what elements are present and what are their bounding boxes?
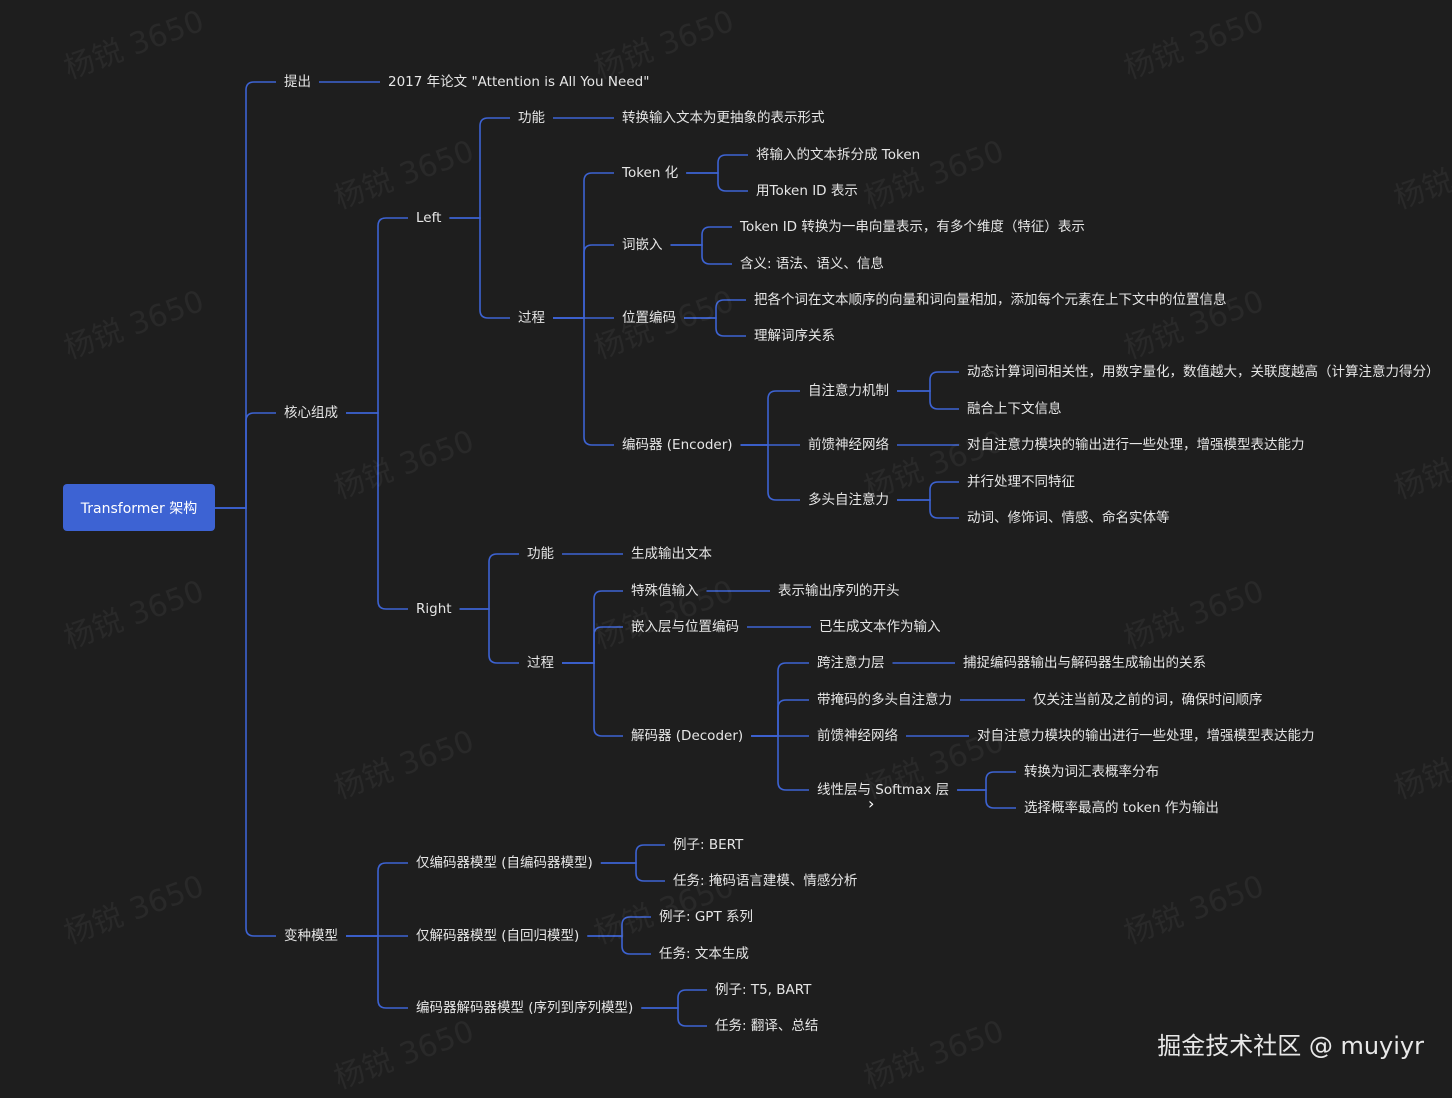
- connector-cross-attn: [751, 662, 809, 737]
- node-dec-only-2[interactable]: 任务: 文本生成: [659, 946, 749, 962]
- node-linear-softmax-1[interactable]: 转换为词汇表概率分布: [1024, 764, 1159, 780]
- connector-left: [346, 217, 408, 414]
- node-left-function[interactable]: 功能: [518, 110, 545, 126]
- connector-proposed: [215, 81, 276, 509]
- node-variants[interactable]: 变种模型: [284, 928, 338, 944]
- connector-right-function: [459, 553, 519, 610]
- node-right-function-desc[interactable]: 生成输出文本: [631, 546, 712, 562]
- node-mha-1[interactable]: 并行处理不同特征: [967, 474, 1075, 490]
- node-dec-ffn-1[interactable]: 对自注意力模块的输出进行一些处理，增强模型表达能力: [977, 728, 1315, 744]
- connector-dec-only-1: [587, 916, 651, 937]
- node-masked-mha-1[interactable]: 仅关注当前及之前的词，确保时间顺序: [1033, 692, 1263, 708]
- node-embedding[interactable]: 词嵌入: [622, 237, 663, 253]
- node-embedding-2[interactable]: 含义: 语法、语义、信息: [740, 256, 884, 272]
- node-posenc-2[interactable]: 理解词序关系: [754, 328, 835, 344]
- connector-embedding-2: [670, 244, 732, 265]
- node-right-process[interactable]: 过程: [527, 655, 554, 671]
- connector-enc-dec-1: [641, 989, 707, 1009]
- connector-tokenize-2: [686, 172, 748, 192]
- node-ffn-1[interactable]: 对自注意力模块的输出进行一些处理，增强模型表达能力: [967, 437, 1305, 453]
- node-left-process[interactable]: 过程: [518, 310, 545, 326]
- node-enc-dec-2[interactable]: 任务: 翻译、总结: [715, 1018, 819, 1034]
- node-right-function[interactable]: 功能: [527, 546, 554, 562]
- node-left-function-desc[interactable]: 转换输入文本为更抽象的表示形式: [622, 110, 825, 126]
- connector-linear-softmax-1: [957, 771, 1016, 791]
- root-node[interactable]: Transformer 架构: [63, 484, 215, 531]
- node-special[interactable]: 特殊值输入: [631, 583, 699, 599]
- connector-special: [562, 590, 623, 664]
- node-left[interactable]: Left: [416, 210, 442, 226]
- connector-mha: [740, 444, 800, 501]
- node-mha-2[interactable]: 动词、修饰词、情感、命名实体等: [967, 510, 1170, 526]
- node-embed-pos-1[interactable]: 已生成文本作为输入: [819, 619, 941, 635]
- node-dec-ffn[interactable]: 前馈神经网络: [817, 728, 898, 744]
- connector-posenc-1: [684, 299, 746, 319]
- node-dec-only[interactable]: 仅解码器模型 (自回归模型): [416, 928, 580, 944]
- connector-linear-softmax-2: [957, 789, 1016, 809]
- connector-decoder: [562, 662, 623, 737]
- node-self-attn[interactable]: 自注意力机制: [808, 383, 889, 399]
- node-cross-attn-1[interactable]: 捕捉编码器输出与解码器生成输出的关系: [963, 655, 1206, 671]
- node-special-1[interactable]: 表示输出序列的开头: [778, 583, 900, 599]
- cursor-icon: ›: [868, 794, 875, 813]
- connector-right: [346, 412, 408, 610]
- node-decoder[interactable]: 解码器 (Decoder): [631, 728, 744, 744]
- node-paper[interactable]: 2017 年论文 "Attention is All You Need": [388, 74, 650, 90]
- node-cross-attn[interactable]: 跨注意力层: [817, 655, 885, 671]
- node-enc-dec-1[interactable]: 例子: T5, BART: [715, 982, 812, 998]
- connector-masked-mha: [751, 699, 809, 737]
- node-ffn[interactable]: 前馈神经网络: [808, 437, 889, 453]
- connector-posenc-2: [684, 317, 746, 337]
- node-tokenize-1[interactable]: 将输入的文本拆分成 Token: [756, 147, 921, 163]
- node-enc-only-2[interactable]: 任务: 掩码语言建模、情感分析: [673, 873, 858, 889]
- connector-linear-softmax: [751, 735, 809, 791]
- connector-right-process: [459, 608, 519, 664]
- connector-enc-dec-2: [641, 1007, 707, 1027]
- connector-embed-pos: [562, 626, 623, 664]
- node-encoder[interactable]: 编码器 (Encoder): [622, 437, 733, 453]
- node-self-attn-2[interactable]: 融合上下文信息: [967, 401, 1062, 417]
- connector-enc-only: [346, 862, 408, 937]
- node-tokenize[interactable]: Token 化: [622, 165, 679, 181]
- node-enc-dec[interactable]: 编码器解码器模型 (序列到序列模型): [416, 1000, 634, 1016]
- node-mha[interactable]: 多头自注意力: [808, 492, 889, 508]
- node-dec-only-1[interactable]: 例子: GPT 系列: [659, 909, 753, 925]
- connector-core: [215, 412, 276, 509]
- connector-enc-dec: [346, 935, 408, 1009]
- node-core[interactable]: 核心组成: [284, 405, 338, 421]
- node-proposed[interactable]: 提出: [284, 74, 311, 90]
- connector-self-attn: [740, 390, 800, 446]
- node-right[interactable]: Right: [416, 601, 452, 617]
- connector-enc-only-1: [600, 844, 665, 864]
- connector-self-attn-2: [897, 390, 959, 410]
- connector-tokenize: [553, 172, 614, 319]
- node-posenc-1[interactable]: 把各个词在文本顺序的向量和词向量相加，添加每个元素在上下文中的位置信息: [754, 292, 1227, 308]
- connector-encoder: [553, 317, 614, 446]
- credit-text: 掘金技术社区 @ muyiyr: [1157, 1032, 1424, 1060]
- connector-enc-only-2: [600, 862, 665, 882]
- node-linear-softmax[interactable]: 线性层与 Softmax 层: [817, 782, 950, 798]
- node-self-attn-1[interactable]: 动态计算词间相关性，用数字量化，数值越大，关联度越高（计算注意力得分）: [967, 364, 1440, 380]
- connector-self-attn-1: [897, 371, 959, 392]
- connector-dec-only-2: [587, 935, 651, 955]
- node-enc-only-1[interactable]: 例子: BERT: [673, 837, 744, 853]
- connector-mha-2: [897, 499, 959, 519]
- node-embed-pos[interactable]: 嵌入层与位置编码: [631, 619, 739, 635]
- node-posenc[interactable]: 位置编码: [622, 310, 676, 326]
- node-enc-only[interactable]: 仅编码器模型 (自编码器模型): [416, 855, 593, 871]
- connector-tokenize-1: [686, 154, 748, 174]
- connector-variants: [215, 507, 276, 937]
- node-embedding-1[interactable]: Token ID 转换为一串向量表示，有多个维度（特征）表示: [740, 219, 1085, 235]
- node-tokenize-2[interactable]: 用Token ID 表示: [756, 183, 858, 199]
- connector-left-process: [449, 217, 510, 319]
- connector-embedding: [553, 244, 614, 319]
- node-linear-softmax-2[interactable]: 选择概率最高的 token 作为输出: [1024, 800, 1219, 816]
- connector-mha-1: [897, 481, 959, 501]
- node-masked-mha[interactable]: 带掩码的多头自注意力: [817, 692, 952, 708]
- connector-left-function: [449, 117, 510, 219]
- connector-embedding-1: [670, 226, 732, 246]
